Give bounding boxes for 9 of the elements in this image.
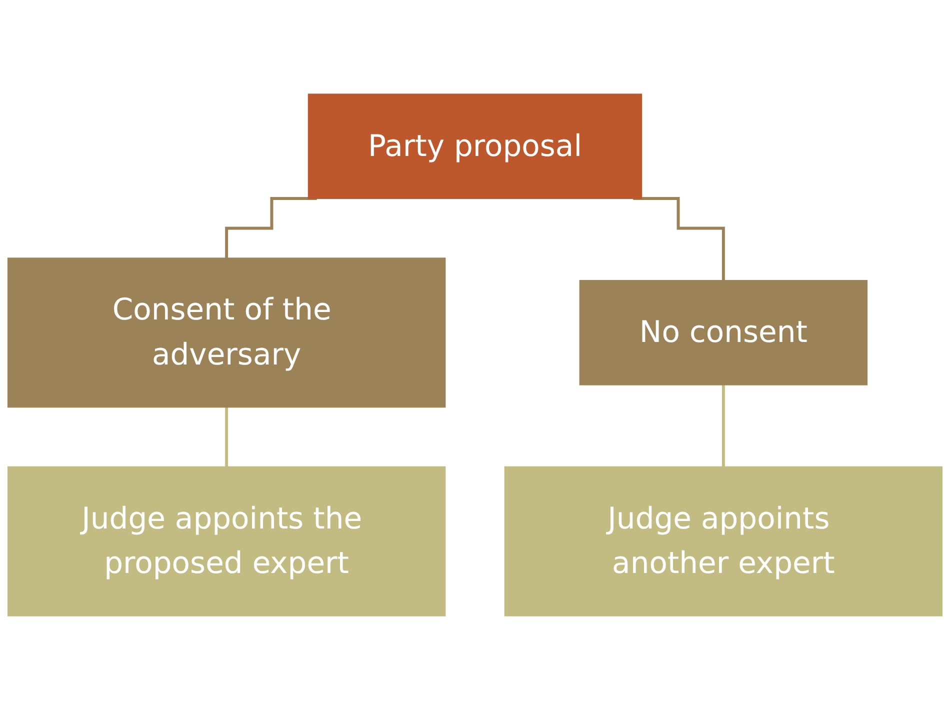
node-box: Party proposal <box>308 94 642 199</box>
node-box: Consent of the adversary <box>7 258 446 408</box>
connector <box>225 197 317 260</box>
node-box: Judge appoints the proposed expert <box>7 466 446 616</box>
node-box: No consent <box>579 280 868 386</box>
connector <box>722 383 725 468</box>
connector <box>633 197 725 282</box>
node-box: Judge appoints another expert <box>504 466 943 616</box>
connector <box>225 406 228 468</box>
